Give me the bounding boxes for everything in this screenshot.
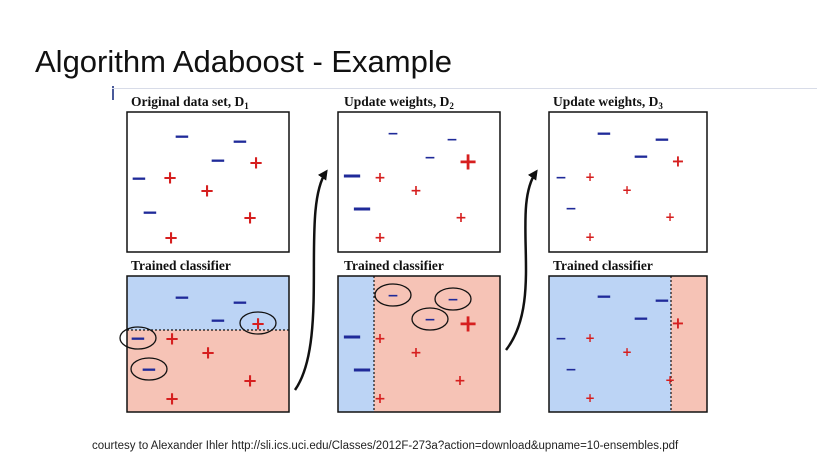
negative-region — [127, 276, 289, 330]
negative-point: − — [447, 292, 459, 308]
panel-2-data-box — [337, 111, 501, 253]
negative-point: − — [555, 170, 567, 186]
slide-title: Algorithm Adaboost - Example — [35, 44, 452, 79]
positive-point: + — [164, 388, 179, 409]
panel-1-data-box — [126, 111, 290, 253]
negative-point: − — [596, 121, 613, 145]
negative-point: − — [654, 127, 671, 151]
positive-point: + — [455, 210, 467, 226]
panel-3-classifier-frame — [548, 275, 708, 413]
panel-3-bottom-label: Trained classifier — [553, 258, 653, 273]
positive-point: + — [374, 230, 386, 246]
title-rule — [112, 88, 817, 89]
negative-point: − — [341, 322, 363, 352]
title-accent-bar — [112, 86, 114, 100]
negative-point: − — [424, 312, 436, 328]
positive-point: + — [585, 170, 595, 184]
negative-point: − — [387, 288, 399, 304]
positive-point: + — [410, 183, 422, 199]
negative-point: − — [174, 124, 191, 148]
curved-arrow-icon — [505, 169, 538, 351]
negative-point: − — [424, 150, 436, 166]
positive-region — [671, 276, 707, 412]
negative-point: − — [633, 144, 650, 168]
positive-point: + — [242, 207, 257, 228]
circle-highlight-icon — [130, 357, 168, 381]
curved-arrow-icon — [293, 169, 328, 391]
negative-point: − — [141, 357, 158, 381]
panel-2-bottom-label: Trained classifier — [344, 258, 444, 273]
panel-1-top-label: Original data set, D1 — [131, 94, 249, 111]
positive-point: + — [622, 183, 632, 197]
panel-3-top: Update weights, D3 — [548, 94, 708, 253]
circle-highlight-icon — [434, 287, 472, 311]
negative-point: − — [387, 126, 399, 142]
negative-point: − — [232, 290, 249, 314]
circle-highlight-icon — [411, 307, 449, 331]
positive-point: + — [162, 167, 177, 188]
panel-3-data-box — [548, 111, 708, 253]
negative-point: − — [565, 201, 577, 217]
circle-highlight-icon — [239, 311, 277, 335]
negative-point: − — [210, 308, 227, 332]
data-points: −−−−−+++++−−−−−+++++−−−−−+++++−−−−−+++++… — [130, 121, 685, 409]
negative-point: − — [351, 355, 373, 385]
positive-point: + — [199, 180, 214, 201]
negative-point: − — [654, 288, 671, 312]
circle-highlight-icon — [374, 283, 412, 307]
panel-1-top: Original data set, D1 — [126, 94, 290, 253]
panel-2-classifier — [337, 275, 501, 413]
panel-1-bottom-label: Trained classifier — [131, 258, 231, 273]
positive-point: + — [671, 314, 684, 333]
negative-region — [549, 276, 671, 412]
circle-highlight-icon — [119, 326, 157, 350]
negative-point: − — [596, 284, 613, 308]
negative-point: − — [174, 285, 191, 309]
negative-region — [338, 276, 374, 412]
panel-3-top-label: Update weights, D3 — [553, 94, 663, 111]
positive-point: + — [374, 331, 386, 347]
panel-2-classifier-frame — [337, 275, 501, 413]
panel-2-top-label: Update weights, D2 — [344, 94, 454, 111]
positive-point: + — [585, 331, 595, 345]
positive-point: + — [458, 147, 478, 175]
positive-point: + — [671, 152, 684, 171]
positive-point: + — [163, 227, 178, 248]
negative-point: − — [351, 194, 373, 224]
positive-point: + — [374, 391, 386, 407]
panel-2-top: Update weights, D2 — [337, 94, 501, 253]
positive-point: + — [250, 313, 265, 334]
positive-point: + — [200, 342, 215, 363]
negative-point: − — [232, 129, 249, 153]
negative-point: − — [131, 166, 148, 190]
negative-point: − — [633, 306, 650, 330]
misclassified-highlights — [119, 283, 472, 381]
positive-point: + — [622, 345, 632, 359]
negative-point: − — [142, 200, 159, 224]
positive-point: + — [374, 170, 386, 186]
negative-point: − — [210, 148, 227, 172]
positive-point: + — [585, 391, 595, 405]
negative-point: − — [555, 331, 567, 347]
positive-point: + — [585, 230, 595, 244]
negative-point: − — [130, 326, 147, 350]
positive-point: + — [454, 373, 466, 389]
panel-1-classifier — [126, 275, 290, 413]
positive-point: + — [164, 328, 179, 349]
negative-point: − — [446, 132, 458, 148]
positive-point: + — [248, 152, 263, 173]
negative-point: − — [341, 161, 363, 191]
positive-point: + — [458, 309, 478, 337]
positive-point: + — [665, 373, 675, 387]
positive-point: + — [665, 210, 675, 224]
negative-point: − — [565, 362, 577, 378]
panel-1-classifier-frame — [126, 275, 290, 413]
positive-point: + — [242, 370, 257, 391]
panel-3-classifier — [548, 275, 708, 413]
positive-point: + — [410, 345, 422, 361]
positive-region — [374, 276, 500, 412]
credit-footnote: courtesy to Alexander Ihler http://sli.i… — [92, 440, 679, 452]
